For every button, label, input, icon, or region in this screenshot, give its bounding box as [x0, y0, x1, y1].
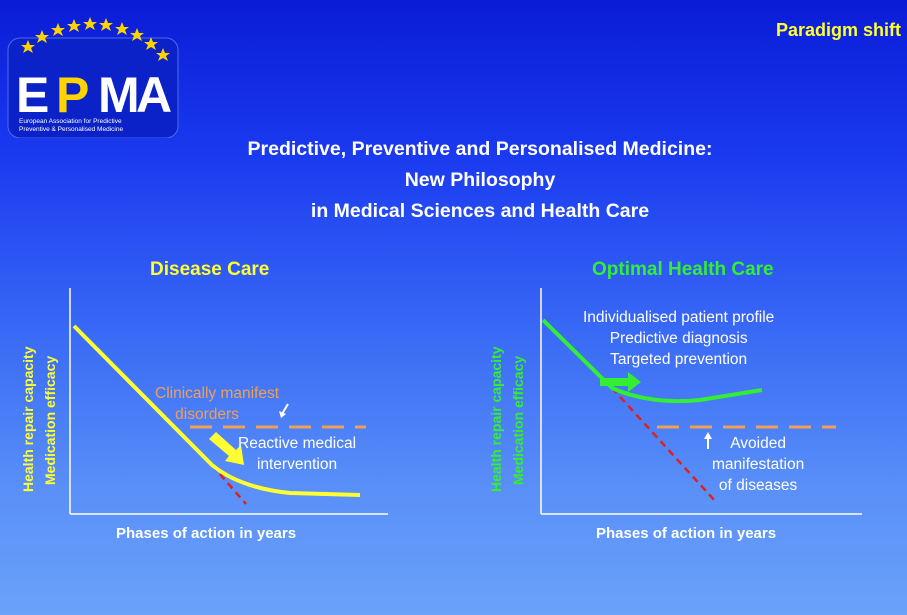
optimal-health-curve — [541, 318, 763, 404]
right-red-projection — [611, 387, 717, 503]
logo-letter-e: E — [16, 67, 49, 123]
right-ylabel-inner: Medication efficacy — [510, 355, 526, 485]
logo-letter-p: P — [56, 67, 89, 123]
right-xlabel: Phases of action in years — [596, 525, 777, 542]
left-ylabel-outer: Health repair capacity — [20, 346, 36, 492]
left-red-projection — [211, 464, 247, 505]
logo-letter-a: A — [136, 67, 172, 123]
logo-subtitle: European Association for Predictive Prev… — [19, 118, 184, 134]
star-icons — [21, 17, 170, 61]
clinically-manifest-line2: disorders — [175, 406, 239, 423]
disorders-pointer-head-icon — [279, 411, 286, 418]
diagnosis-line: Predictive diagnosis — [609, 330, 748, 347]
disease-care-curve — [72, 324, 361, 497]
reactive-line2: intervention — [256, 456, 338, 473]
reactive-line1: Reactive medical — [238, 435, 357, 452]
title-line-1: Predictive, Preventive and Personalised … — [247, 138, 713, 160]
targeted-prevention-label: Individualised patient profile Predictiv… — [583, 307, 774, 370]
avoided-line3: of diseases — [718, 477, 798, 494]
title-line-2: New Philosophy — [404, 169, 556, 191]
disorders-pointer-icon — [281, 403, 289, 415]
intervention-arrow-icon — [209, 432, 244, 465]
logo-subtitle-line1: European Association for Predictive — [19, 118, 122, 125]
disease-care-title: Disease Care — [150, 259, 270, 280]
title-line-3: in Medical Sciences and Health Care — [310, 200, 650, 222]
avoided-arrow-head-icon — [704, 432, 712, 439]
main-title: Predictive, Preventive and Personalised … — [120, 134, 840, 227]
prevention-line: Targeted prevention — [610, 351, 748, 368]
profile-line: Individualised patient profile — [583, 309, 775, 326]
right-ylabel-outer: Health repair capacity — [488, 346, 504, 492]
left-xlabel: Phases of action in years — [116, 525, 297, 542]
optimal-health-care-title: Optimal Health Care — [592, 259, 774, 280]
paradigm-shift-label: Paradigm shift — [775, 20, 901, 40]
clinically-manifest-label: Clinically manifest disorders — [155, 383, 279, 425]
avoided-manifestation-label: Avoided manifestation of diseases — [712, 433, 804, 496]
prevention-arrow-icon — [600, 372, 641, 392]
logo-letter-m: M — [98, 67, 140, 123]
logo-subtitle-line2: Preventive & Personalised Medicine — [19, 126, 124, 133]
left-ylabel-inner: Medication efficacy — [42, 355, 58, 485]
reactive-intervention-label: Reactive medical intervention — [238, 433, 356, 475]
avoided-line2: manifestation — [712, 456, 805, 473]
clinically-manifest-line1: Clinically manifest — [155, 385, 280, 402]
avoided-line1: Avoided — [730, 435, 786, 452]
